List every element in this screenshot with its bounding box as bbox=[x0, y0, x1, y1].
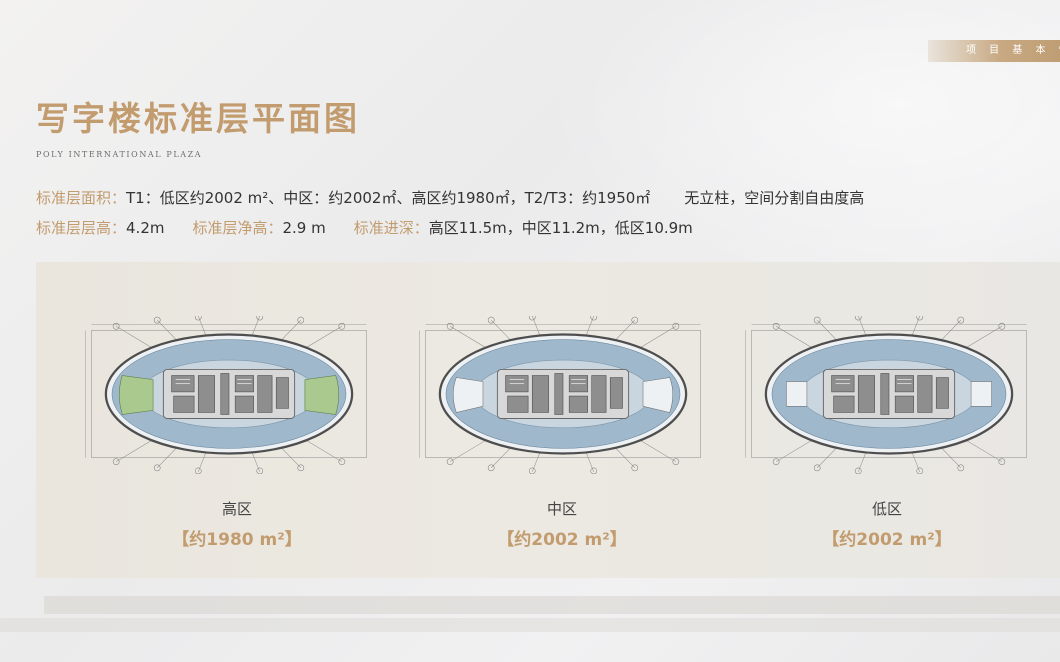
decor-stripe bbox=[44, 596, 1060, 614]
floor-plan-high bbox=[84, 316, 368, 474]
depth-value: 高区11.5m，中区11.2m，低区10.9m bbox=[428, 219, 693, 237]
green-area-right bbox=[304, 375, 340, 415]
floor-plan-mid bbox=[418, 316, 702, 474]
no-column-note: 无立柱，空间分割自由度高 bbox=[684, 189, 865, 207]
zone-high: 高区 【约1980 m²】 bbox=[87, 498, 387, 550]
spec-line-area: 标准层面积：T1：低区约2002 m²、中区：约2002㎡、高区约1980㎡，T… bbox=[36, 187, 864, 208]
zone-area: 【约2002 m²】 bbox=[497, 530, 627, 550]
clear-height-value: 2.9 m bbox=[282, 219, 326, 237]
zone-mid: 中区 【约2002 m²】 bbox=[412, 498, 712, 550]
section-tag: 项 目 基 本 情 bbox=[928, 40, 1060, 62]
height-value: 4.2m bbox=[126, 219, 165, 237]
decor-stripe bbox=[0, 618, 1060, 632]
page-title: 写字楼标准层平面图 bbox=[36, 99, 360, 138]
area-label: 标准层面积： bbox=[36, 189, 127, 207]
zone-name: 高区 bbox=[221, 500, 252, 518]
zone-low: 低区 【约2002 m²】 bbox=[737, 498, 1037, 550]
zone-name: 中区 bbox=[546, 500, 577, 518]
zone-area: 【约2002 m²】 bbox=[822, 530, 952, 550]
zone-area: 【约1980 m²】 bbox=[172, 530, 302, 550]
page-subtitle: POLY INTERNATIONAL PLAZA bbox=[36, 150, 203, 159]
depth-label: 标准进深： bbox=[353, 219, 429, 237]
green-area-left bbox=[118, 375, 154, 415]
spec-line-height: 标准层层高：4.2m 标准层净高：2.9 m 标准进深：高区11.5m，中区11.2… bbox=[36, 217, 693, 238]
area-value: T1：低区约2002 m²、中区：约2002㎡、高区约1980㎡，T2/T3：约… bbox=[126, 189, 651, 207]
floor-plan-low bbox=[744, 316, 1028, 474]
height-label: 标准层层高： bbox=[36, 219, 127, 237]
zone-name: 低区 bbox=[871, 500, 902, 518]
clear-height-label: 标准层净高： bbox=[192, 219, 283, 237]
